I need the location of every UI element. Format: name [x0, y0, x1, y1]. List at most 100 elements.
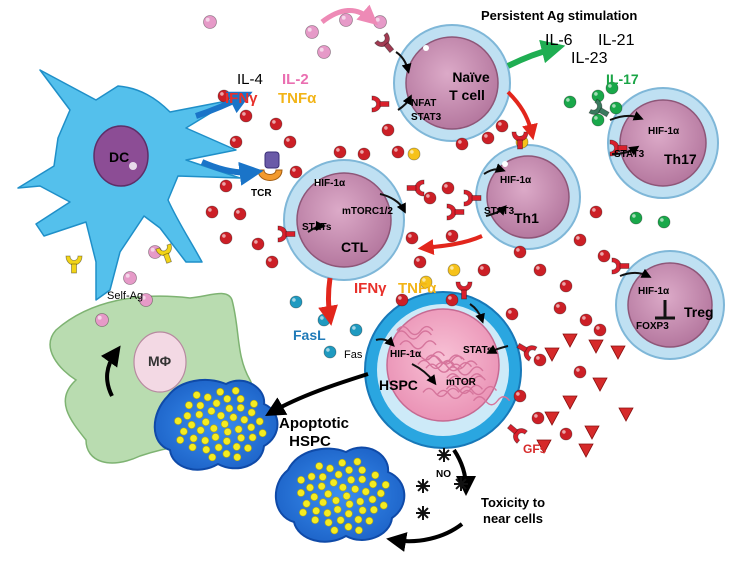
receptor-icon — [406, 179, 425, 197]
red-cytokine-dot — [229, 135, 243, 149]
apoptotic-fragment-dot — [231, 386, 240, 395]
toxicity-to-apoptotic-arrow — [386, 522, 464, 552]
apoptotic-fragment-dot — [371, 471, 380, 480]
stat3-naive-label: STAT3 — [411, 112, 442, 123]
pink-antigen-dot — [373, 15, 387, 29]
dc-label: DC — [109, 149, 130, 165]
pink-antigen-dot — [339, 13, 353, 27]
apoptotic-fragment-dot — [338, 458, 347, 467]
apoptotic-fragment-dot — [229, 413, 238, 422]
hspc-label: HSPC — [379, 377, 418, 393]
apoptotic-fragment-dot — [324, 490, 333, 498]
hif-th17-label: HIF-1α — [648, 126, 680, 137]
growth-factor-icon — [584, 425, 600, 440]
th1-to-ctl-arrow — [417, 234, 483, 256]
apoptotic-fragment-dot — [174, 417, 182, 425]
apoptotic-fragment-dot — [176, 436, 185, 444]
apoptotic-fragment-dot — [317, 482, 326, 491]
il6-label: IL-6 — [545, 32, 573, 49]
green-cytokine-dot — [629, 211, 643, 225]
apoptotic-fragment-dot — [192, 391, 201, 399]
red-cytokine-dot — [219, 231, 233, 245]
no-asterisks — [416, 448, 468, 520]
red-cytokine-dot — [445, 229, 459, 243]
apoptotic-fragment-dot — [250, 399, 258, 408]
ifng-label-2: IFNγ — [354, 280, 387, 297]
red-cytokine-dot — [589, 205, 603, 219]
apoptotic-fragment-dot — [302, 499, 311, 508]
apoptotic-fragment-dot — [220, 420, 229, 428]
apoptotic-fragment-dot — [244, 444, 252, 452]
growth-factor-icon — [610, 345, 626, 360]
pink-antigen-dot — [95, 313, 109, 327]
il2-to-naive-arrow — [320, 4, 379, 26]
red-cytokine-dot — [333, 145, 347, 159]
apoptotic-label-2: HSPC — [289, 433, 331, 450]
apoptotic-fragment-dot — [353, 457, 362, 466]
growth-factor-icon — [562, 395, 578, 410]
gfs-label: GFs — [523, 442, 547, 456]
apoptotic-fragment-dot — [379, 501, 388, 510]
apoptotic-fragment-dot — [358, 506, 367, 515]
apoptotic-fragment-dot — [188, 443, 197, 452]
mtor-hspc-label: mTOR — [446, 377, 476, 388]
hif-treg-label: HIF-1α — [638, 286, 670, 297]
apoptotic-fragment-dot — [179, 427, 188, 436]
toxicity-label-2: near cells — [483, 511, 543, 526]
apoptotic-fragment-dot — [212, 399, 221, 408]
red-cytokine-dot — [265, 255, 279, 269]
nfat-label: NFAT — [411, 98, 437, 109]
apoptotic-fragment-dot — [237, 433, 245, 442]
yellow-cytokine-dot — [447, 263, 461, 277]
apoptotic-body-macrophage — [153, 379, 279, 471]
foxp3-inhibition — [655, 300, 675, 320]
th17-label: Th17 — [664, 151, 697, 167]
growth-factor-icon — [618, 407, 634, 422]
th1-label: Th1 — [514, 210, 539, 226]
ctl-cell — [283, 159, 405, 281]
apoptotic-fragment-dot — [189, 434, 198, 443]
red-cytokine-dot — [251, 237, 265, 251]
growth-factor-icon — [544, 347, 560, 362]
apoptotic-fragment-dot — [344, 522, 353, 531]
growth-factor-icon — [544, 411, 560, 426]
red-cytokine-dot — [391, 145, 405, 159]
apoptotic-fragment-dot — [345, 500, 354, 509]
red-cytokine-dot — [269, 117, 283, 131]
treg-label: Treg — [684, 304, 714, 320]
apoptotic-hspc — [274, 446, 406, 543]
fasl-dot — [323, 345, 337, 359]
pink-antigen-dot — [317, 45, 331, 59]
apoptotic-fragment-dot — [297, 488, 305, 497]
apoptotic-fragment-dot — [187, 421, 196, 429]
apoptotic-fragment-dot — [324, 518, 333, 527]
apoptotic-fragment-dot — [222, 449, 231, 458]
pink-antigen-dot — [305, 25, 319, 39]
apoptotic-fragment-dot — [306, 483, 314, 492]
apoptotic-fragment-dot — [330, 526, 339, 535]
red-cytokine-dot — [219, 179, 233, 193]
apoptotic-fragment-dot — [225, 404, 234, 413]
red-cytokine-dot — [381, 123, 395, 137]
growth-factor-icon — [578, 443, 594, 458]
fasl-dot — [289, 295, 303, 309]
apoptotic-fragment-dot — [345, 466, 353, 474]
naive-to-th1-arrow — [506, 90, 538, 141]
apoptotic-fragment-dot — [223, 394, 232, 403]
red-cytokine-dot — [573, 233, 587, 247]
red-cytokine-dot — [531, 411, 545, 425]
apoptotic-fragment-dot — [312, 506, 321, 515]
red-cytokine-dot — [495, 119, 509, 133]
apoptotic-fragment-dot — [258, 429, 267, 438]
green-cytokine-dot — [609, 101, 623, 115]
fasl-dot — [349, 323, 363, 337]
apoptotic-fragment-dot — [255, 417, 264, 426]
red-cytokine-dot — [559, 279, 573, 293]
receptor-icon — [374, 32, 395, 54]
toxicity-label-1: Toxicity to — [480, 495, 546, 510]
pink-antigen-dot — [123, 271, 137, 285]
th1-cell — [475, 144, 581, 250]
apoptotic-fragment-dot — [208, 453, 217, 462]
naive-t-cell — [393, 24, 511, 142]
